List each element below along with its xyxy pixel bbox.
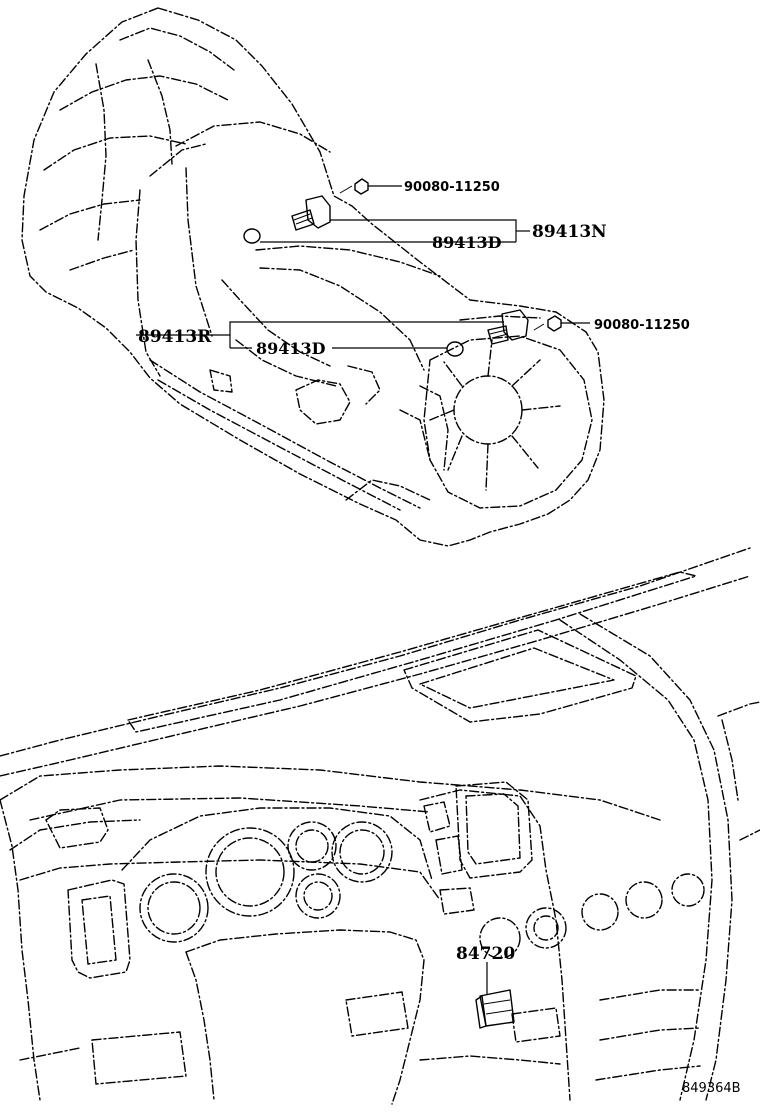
label-oring-upper: 89413D bbox=[432, 233, 502, 252]
leader-lines bbox=[136, 185, 590, 349]
speed-sensor-icon bbox=[487, 309, 529, 345]
o-ring-icon bbox=[243, 228, 261, 244]
bolt-icon bbox=[533, 315, 562, 332]
label-sensor-lower: 89413R bbox=[138, 327, 212, 347]
dashboard-icon bbox=[0, 547, 760, 1105]
speed-sensor-icon bbox=[291, 195, 331, 231]
illustration-code: 849364B bbox=[682, 1081, 741, 1096]
label-switch-unit: 84720 bbox=[456, 944, 515, 964]
switch-unit-icon bbox=[475, 962, 515, 1029]
part-labels: 90080-11250 89413N 89413D 89413R 89413D … bbox=[138, 180, 741, 1096]
label-bolt-right: 90080-11250 bbox=[594, 318, 690, 333]
label-oring-lower: 89413D bbox=[256, 339, 326, 358]
bolt-icon bbox=[339, 178, 369, 195]
transmission-icon bbox=[21, 7, 605, 547]
o-ring-icon bbox=[446, 341, 464, 357]
label-sensor-upper: 89413N bbox=[532, 222, 607, 242]
label-bolt-top: 90080-11250 bbox=[404, 180, 500, 195]
